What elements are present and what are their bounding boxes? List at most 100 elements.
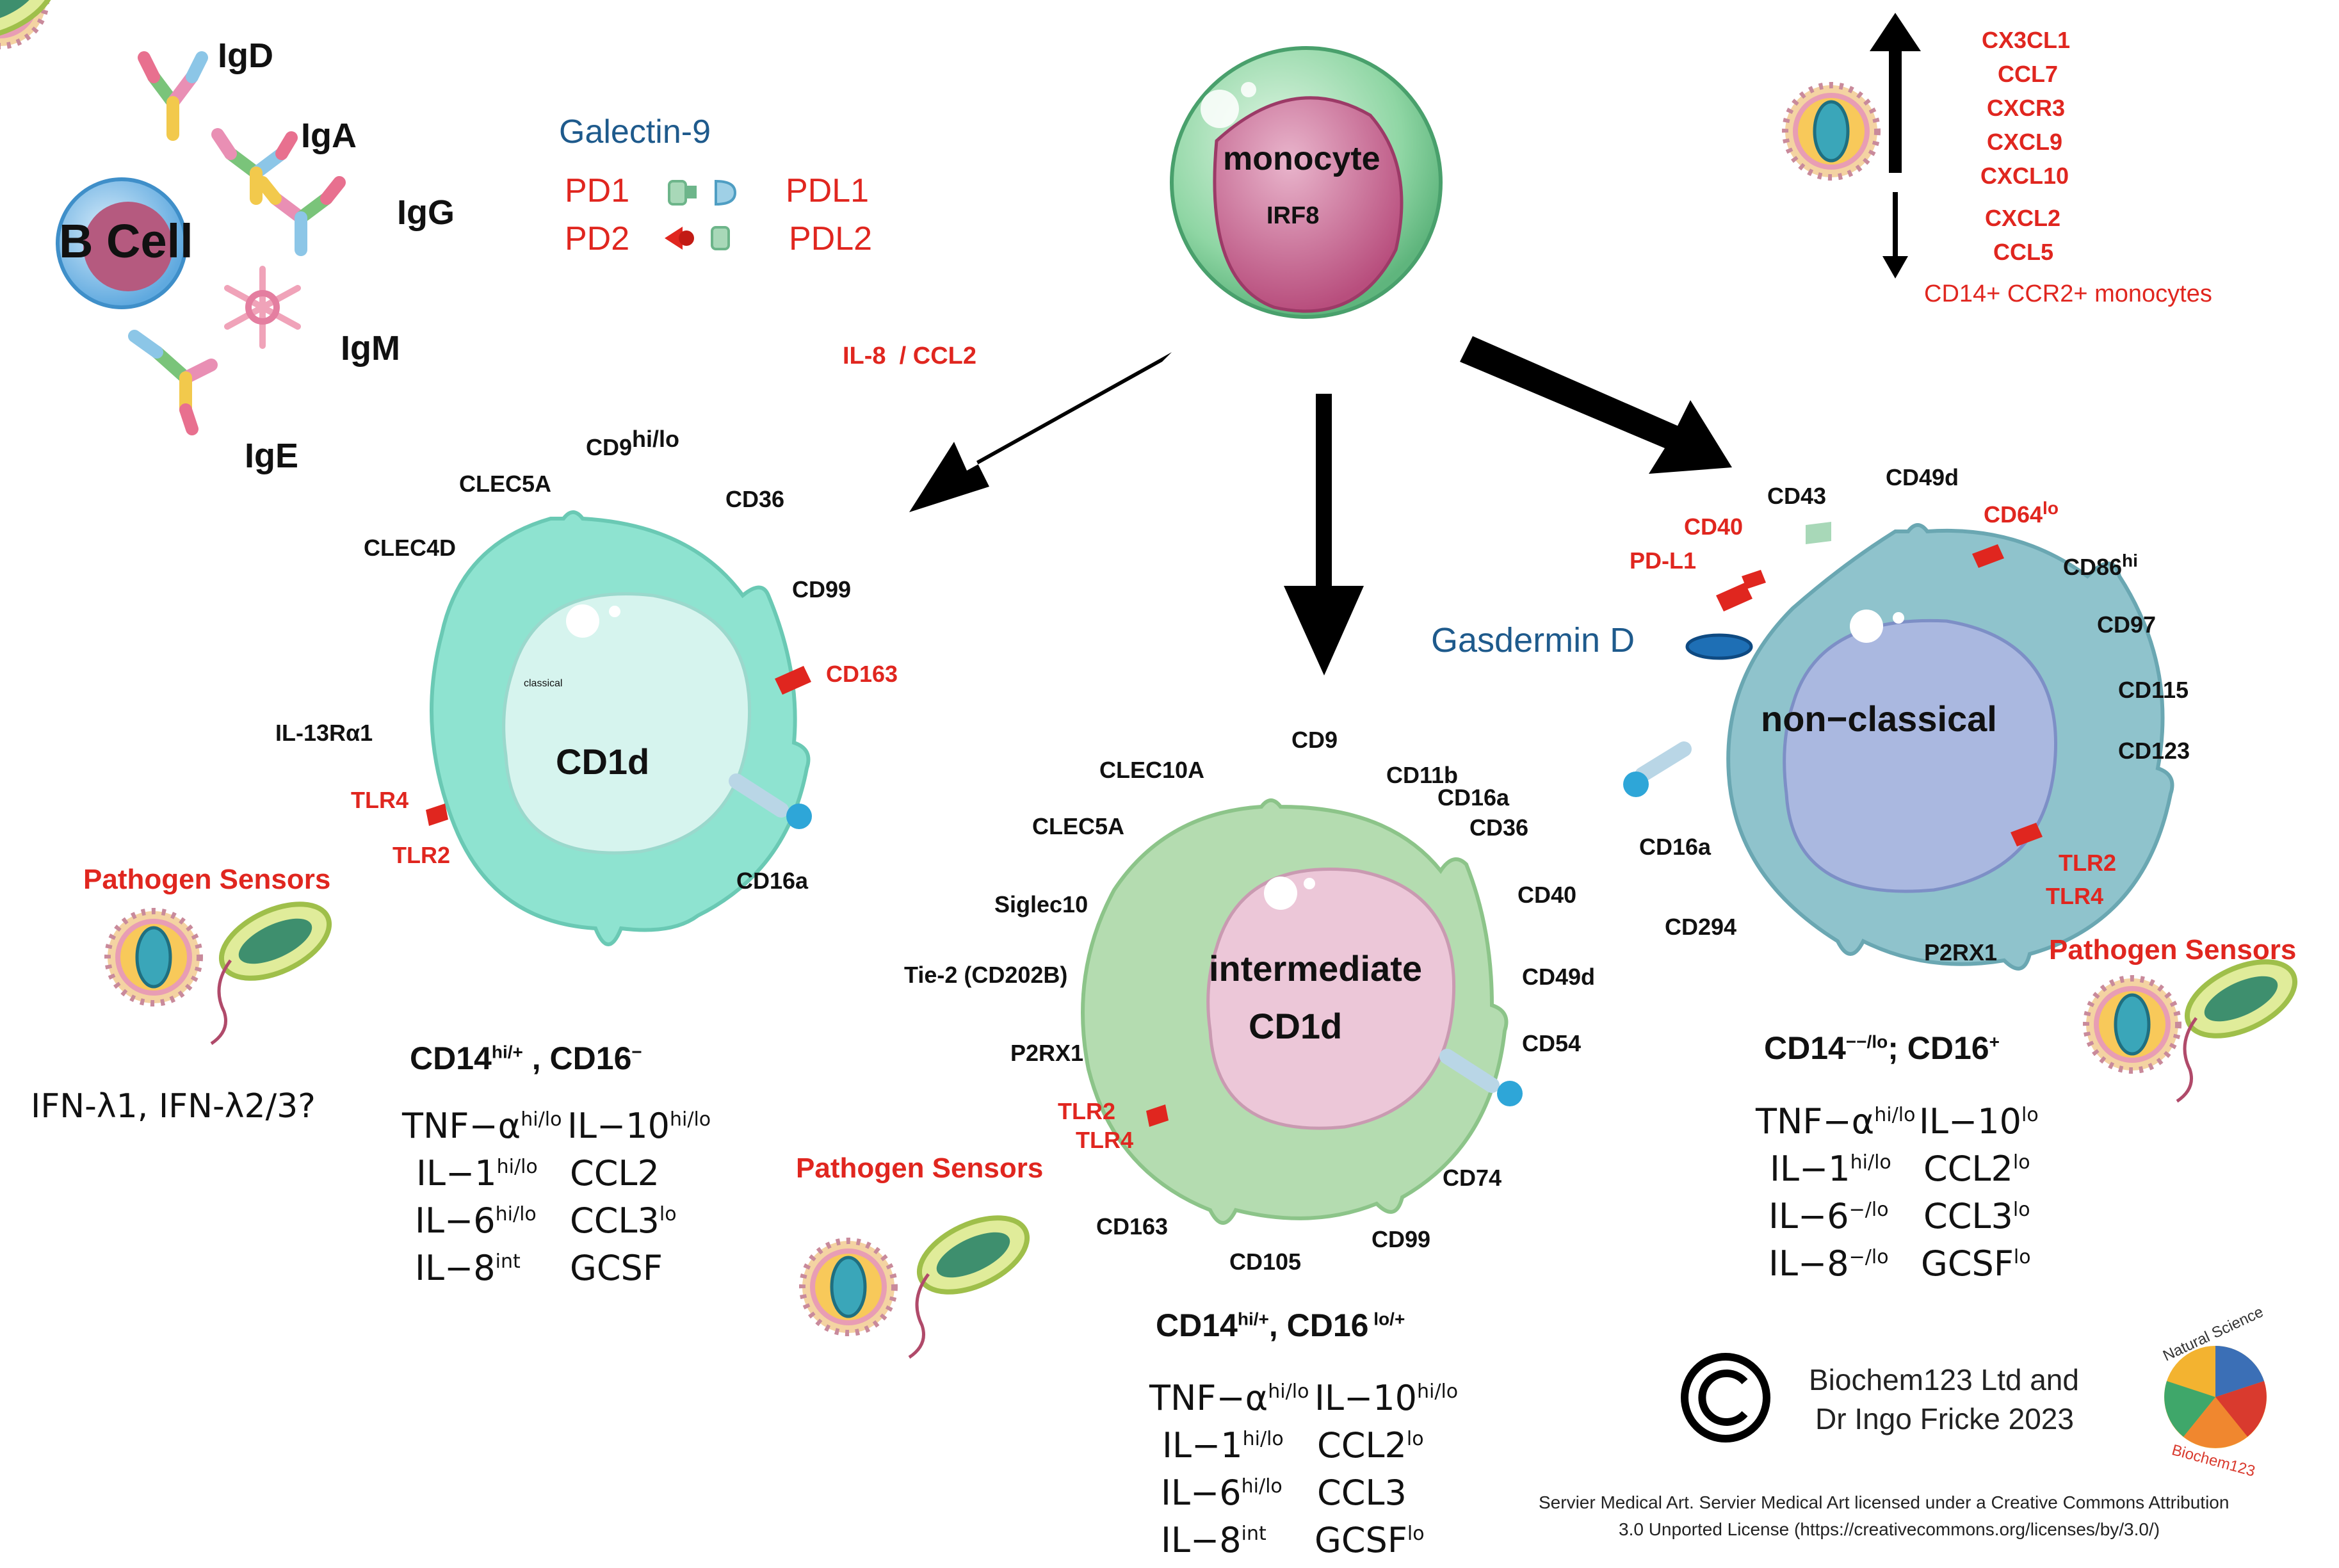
classical-cyt-3b: CCL3lo: [570, 1200, 677, 1241]
classical-cd16: CD16: [549, 1040, 632, 1076]
int-marker-cd163: CD163: [1096, 1213, 1169, 1240]
license-line-1: Servier Medical Art. Servier Medical Art…: [1539, 1492, 2230, 1512]
chemokine-up-2: CCL7: [1998, 61, 2059, 87]
intermediate-pathogen-sensors: Pathogen Sensors: [796, 1152, 1044, 1184]
nc-marker-tlr2: TLR2: [2059, 850, 2116, 876]
classical-cyt-3a: IL−6hi/lo: [415, 1200, 537, 1241]
int-marker-cd49d: CD49d: [1522, 964, 1596, 990]
igm-antibody-icon: [224, 266, 301, 349]
nc-marker-cd16a: CD16a: [1639, 834, 1712, 860]
classical-cd1d-label: CD1d: [556, 741, 650, 782]
classical-marker-clec5a: CLEC5A: [459, 471, 552, 497]
int-marker-clec5a: CLEC5A: [1032, 813, 1125, 839]
antibody-label-igg: IgG: [397, 193, 455, 232]
int-marker-cd11b: CD11b: [1386, 762, 1459, 788]
virus-icon-classical: [108, 911, 200, 1003]
copyright-icon: [1681, 1353, 1770, 1443]
license-line-2: 3.0 Unported License (https://creativeco…: [1619, 1519, 2160, 1539]
nc-cd16: CD16: [1907, 1030, 1989, 1066]
arrow-up-chemokines: [1870, 13, 1921, 173]
b-cell-icon: [56, 177, 188, 309]
intermediate-cd1d-label: CD1d: [1249, 1006, 1343, 1046]
classical-marker-il13ra1: IL-13Rα1: [275, 720, 373, 746]
credit-line-2: Dr Ingo Fricke 2023: [1815, 1402, 2074, 1435]
nc-marker-cd49d: CD49d: [1886, 464, 1959, 490]
classical-cyt-1b: IL−10hi/lo: [567, 1106, 711, 1146]
int-cyt-3b: CCL3: [1317, 1473, 1407, 1513]
virus-icon-chemokine: [1785, 85, 1877, 177]
intermediate-phenotype: CD14hi/+, CD16 lo/+: [1156, 1309, 1405, 1341]
monocyte-label: monocyte: [1223, 140, 1380, 177]
nc-cyt-1b: IL−10lo: [1919, 1101, 2039, 1142]
virus-icon-nonclassical: [2086, 978, 2178, 1071]
int-cyt-1a: TNF−αhi/lo: [1149, 1378, 1309, 1418]
chemokine-up-5: CXCL10: [1980, 163, 2069, 189]
int-marker-siglec10: Siglec10: [994, 891, 1089, 917]
pdl2-label: PDL2: [789, 220, 873, 257]
arrow-to-nonclassical: [1460, 336, 1732, 474]
chemokine-down-2: CCL5: [1993, 239, 2054, 265]
antibody-label-ige: IgE: [245, 437, 299, 475]
gasdermin-d-label: Gasdermin D: [1431, 621, 1635, 659]
classical-ifn-label: IFN-λ1, IFN-λ2/3?: [31, 1087, 316, 1126]
chemokine-up-4: CXCL9: [1987, 129, 2063, 155]
nc-marker-pdl1: PD-L1: [1630, 547, 1697, 574]
classical-marker-clec4d: CLEC4D: [364, 535, 457, 561]
antibody-label-iga: IgA: [301, 117, 357, 155]
nc-cd16-sup: +: [1989, 1031, 2000, 1052]
classical-marker-cd36: CD36: [725, 486, 785, 512]
int-cd16: CD16: [1286, 1307, 1369, 1343]
classical-label: classical: [524, 678, 563, 689]
igd-antibody-icon: [138, 51, 208, 141]
nc-marker-cd97: CD97: [2097, 611, 2157, 638]
intermediate-label: intermediate: [1209, 948, 1422, 989]
virus-icon-intermediate: [802, 1241, 894, 1333]
int-marker-cd105: CD105: [1229, 1249, 1302, 1275]
biochem123-logo-icon: [2164, 1346, 2267, 1448]
nonclassical-phenotype: CD14−−/lo; CD16+: [1764, 1032, 2000, 1064]
nc-marker-cd40: CD40: [1684, 513, 1744, 540]
nc-cyt-2b: CCL2lo: [1923, 1149, 2030, 1189]
int-cyt-2a: IL−1hi/lo: [1162, 1425, 1284, 1466]
arrow-to-intermediate: [1284, 394, 1364, 675]
classical-marker-tlr4: TLR4: [351, 787, 409, 813]
irf8-label: IRF8: [1267, 202, 1320, 229]
nc-marker-tlr4: TLR4: [2046, 883, 2103, 909]
antibody-icons: [128, 51, 346, 435]
classical-marker-cd163: CD163: [826, 661, 898, 687]
classical-pathogen-sensors: Pathogen Sensors: [83, 864, 331, 895]
int-marker-cd74: CD74: [1443, 1165, 1502, 1191]
classical-cyt-1a: TNF−αhi/lo: [402, 1106, 562, 1146]
nonclassical-pathogen-sensors: Pathogen Sensors: [2049, 934, 2297, 966]
nc-marker-p2rx1: P2RX1: [1924, 939, 1998, 966]
classical-cyt-4a: IL−8int: [415, 1248, 521, 1288]
classical-cd9-text: CD9: [586, 434, 633, 460]
iga-antibody-icon: [211, 128, 298, 205]
int-cd14: CD14: [1156, 1307, 1238, 1343]
b-cell-label: B Cell: [59, 214, 193, 268]
int-cd16-sup: lo/+: [1368, 1309, 1405, 1329]
int-marker-cd16a: CD16a: [1437, 784, 1510, 811]
igg-antibody-icon: [256, 176, 346, 256]
nc-marker-cd43: CD43: [1767, 483, 1827, 509]
monocyte-icon: [1170, 46, 1443, 319]
classical-phenotype: CD14hi/+ , CD16−: [410, 1042, 642, 1074]
int-cyt-4b: GCSFlo: [1315, 1520, 1425, 1560]
checkpoint-icons: [665, 179, 737, 250]
classical-cd14: CD14: [410, 1040, 492, 1076]
nonclassical-cell-icon: [1623, 522, 2174, 971]
int-marker-cd54: CD54: [1522, 1030, 1582, 1056]
galectin-9-label: Galectin-9: [559, 113, 711, 150]
classical-marker-cd16a: CD16a: [736, 868, 809, 894]
nc-cyt-4a: IL−8−/lo: [1768, 1243, 1889, 1284]
classical-sep: ,: [522, 1040, 550, 1076]
classical-marker-tlr2: TLR2: [393, 842, 450, 868]
int-sep: ,: [1268, 1307, 1287, 1343]
ige-antibody-icon: [128, 330, 218, 435]
differentiation-arrows: [909, 13, 1921, 675]
nc-cyt-4b: GCSFlo: [1921, 1243, 2031, 1284]
antibody-label-igm: IgM: [341, 329, 400, 368]
classical-cyt-2b: CCL2: [570, 1153, 660, 1193]
bacterium-icon: [0, 0, 57, 40]
